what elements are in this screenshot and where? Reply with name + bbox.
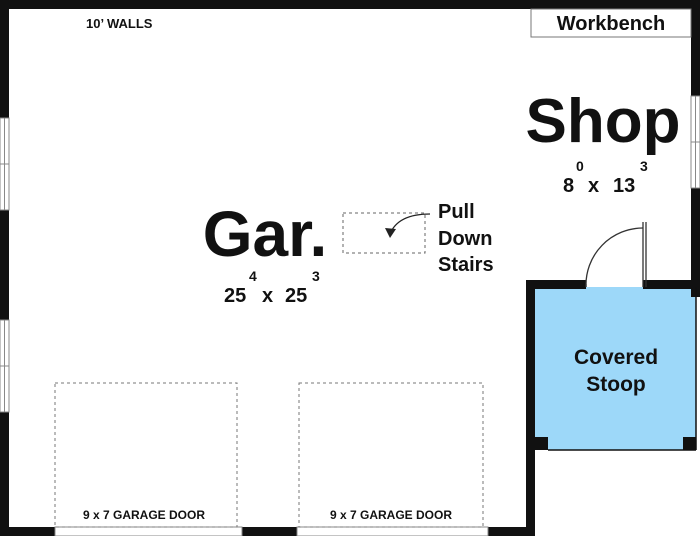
svg-text:Down: Down [438, 228, 492, 250]
svg-text:8: 8 [563, 175, 574, 197]
svg-text:4: 4 [249, 268, 257, 284]
svg-text:Covered: Covered [574, 346, 658, 369]
svg-text:25: 25 [285, 285, 307, 307]
pull-down-stairs-outline [342, 212, 426, 254]
stairs-label: Pull Down Stairs [438, 201, 494, 276]
svg-text:Stairs: Stairs [438, 254, 494, 276]
shop-title: Shop [526, 87, 681, 156]
svg-text:3: 3 [312, 268, 320, 284]
stoop-door [585, 222, 647, 288]
stoop-outline [548, 287, 697, 451]
garage-title: Gar. [203, 198, 328, 270]
window-left-lower [0, 319, 10, 413]
stoop-label: Covered Stoop [574, 346, 658, 396]
svg-text:x: x [262, 285, 273, 307]
garage-door-label-right: 9 x 7 GARAGE DOOR [330, 508, 452, 522]
stairs-arrow [389, 213, 431, 235]
garage-dimensions: 25 4 x 25 3 [224, 268, 320, 307]
garage-door-label-left: 9 x 7 GARAGE DOOR [83, 508, 205, 522]
svg-text:x: x [588, 175, 599, 197]
window-right [690, 95, 700, 189]
svg-text:Stoop: Stoop [586, 373, 645, 396]
covered-stoop-area [533, 287, 696, 450]
svg-text:13: 13 [613, 175, 635, 197]
workbench [530, 8, 692, 38]
workbench-label: Workbench [557, 13, 666, 35]
svg-text:25: 25 [224, 285, 246, 307]
window-left-upper [0, 117, 10, 211]
svg-text:3: 3 [640, 158, 648, 174]
garage-door-panels [54, 382, 484, 528]
shop-dimensions: 8 0 x 13 3 [563, 158, 648, 197]
svg-text:Pull: Pull [438, 201, 475, 223]
stairs-arrowhead [385, 228, 396, 238]
walls-note: 10’ WALLS [86, 16, 153, 31]
svg-text:0: 0 [576, 158, 584, 174]
